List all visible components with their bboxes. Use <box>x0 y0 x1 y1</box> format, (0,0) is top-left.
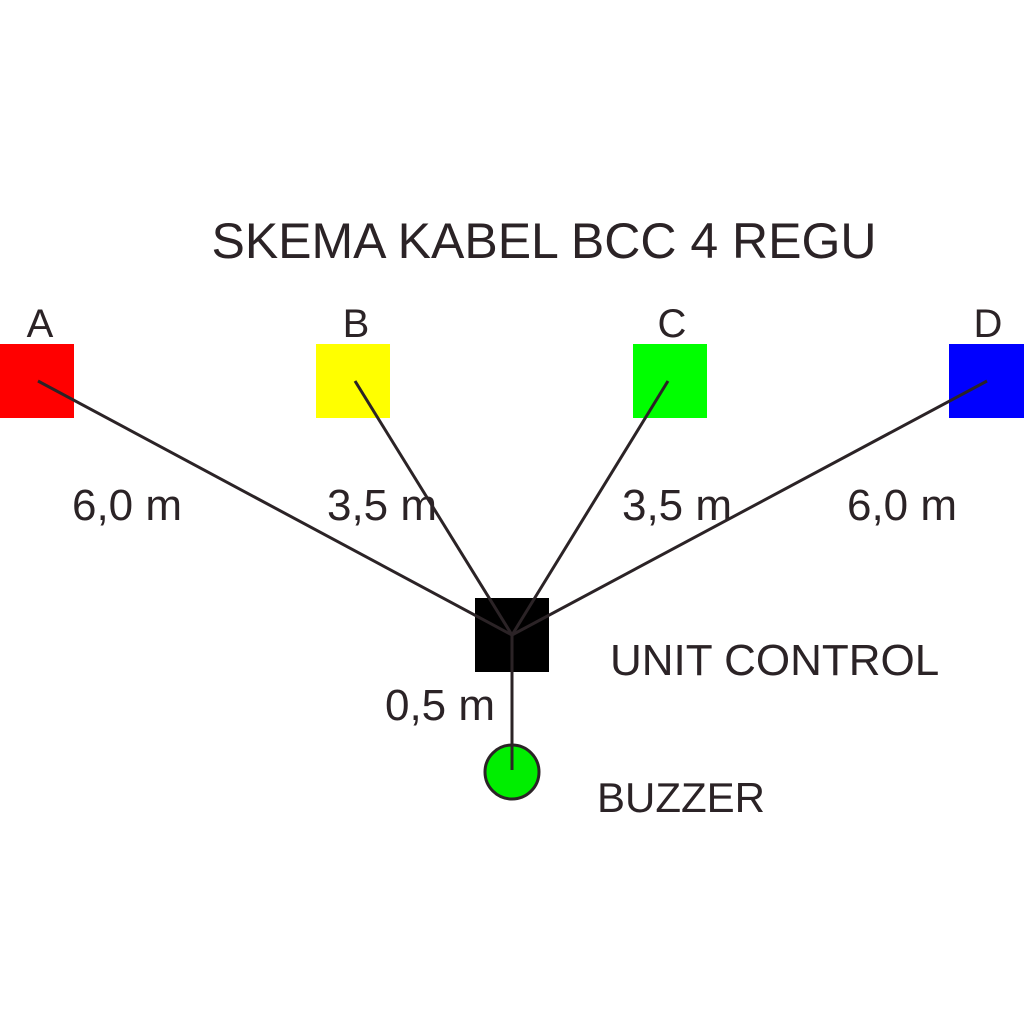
team-b-label: B <box>343 302 370 346</box>
team-b-box <box>316 344 390 418</box>
length-d: 6,0 m <box>847 481 957 530</box>
length-a: 6,0 m <box>72 481 182 530</box>
length-b: 3,5 m <box>327 481 437 530</box>
team-c-box <box>633 344 707 418</box>
length-buzzer: 0,5 m <box>385 681 495 730</box>
team-a-box <box>0 344 74 418</box>
diagram-title: SKEMA KABEL BCC 4 REGU <box>211 213 876 269</box>
team-d-label: D <box>974 302 1003 346</box>
wire-d <box>511 379 988 637</box>
unit-control-label: UNIT CONTROL <box>610 636 939 685</box>
team-a-label: A <box>27 302 54 346</box>
wire-b <box>353 380 514 636</box>
team-c-label: C <box>658 302 687 346</box>
length-c: 3,5 m <box>622 481 732 530</box>
wire-c <box>510 380 670 636</box>
buzzer-label: BUZZER <box>597 774 765 821</box>
wire-a <box>37 379 513 637</box>
